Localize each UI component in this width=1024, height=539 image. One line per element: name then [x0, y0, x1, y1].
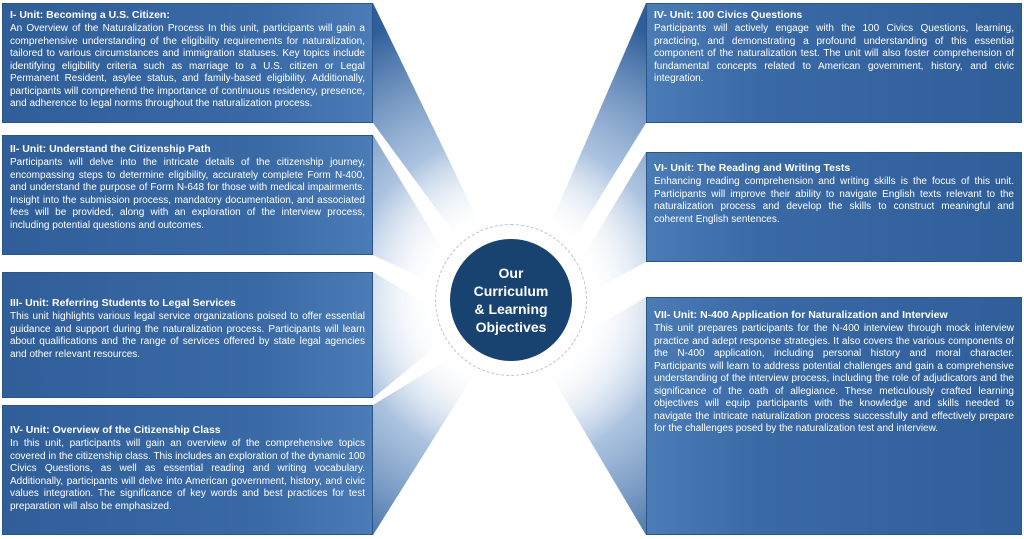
center-dashed-ring: [435, 224, 587, 376]
unit-6-heading: VI- Unit: The Reading and Writing Tests: [654, 162, 851, 174]
unit-7-heading: VII- Unit: N-400 Application for Natural…: [654, 309, 948, 321]
ray-unit-2: [373, 135, 455, 290]
ray-unit-6: [568, 152, 646, 300]
unit-6-box: VI- Unit: The Reading and Writing Tests …: [646, 152, 1022, 262]
unit-1-heading: I- Unit: Becoming a U.S. Citizen:: [10, 9, 170, 21]
ray-unit-1: [373, 3, 490, 255]
unit-5-body: Participants will actively engage with t…: [654, 23, 1014, 84]
ray-unit-5: [540, 3, 646, 262]
ray-unit-3: [373, 272, 450, 398]
unit-3-body: This unit highlights various legal servi…: [10, 311, 365, 360]
unit-1-body: An Overview of the Naturalization Proces…: [10, 23, 365, 109]
unit-4-box: IV- Unit: Overview of the Citizenship Cl…: [2, 405, 373, 535]
unit-7-body: This unit prepares participants for the …: [654, 323, 1014, 434]
unit-2-box: II- Unit: Understand the Citizenship Pat…: [2, 135, 373, 255]
center-title: Our Curriculum & Learning Objectives: [473, 265, 549, 335]
unit-2-heading: II- Unit: Understand the Citizenship Pat…: [10, 143, 211, 155]
unit-5-heading: IV- Unit: 100 Civics Questions: [654, 9, 803, 21]
unit-3-box: III- Unit: Referring Students to Legal S…: [2, 272, 373, 398]
unit-4-body: In this unit, participants will gain an …: [10, 438, 365, 512]
unit-2-body: Participants will delve into the intrica…: [10, 157, 365, 231]
unit-5-box: IV- Unit: 100 Civics Questions Participa…: [646, 3, 1022, 123]
unit-3-heading: III- Unit: Referring Students to Legal S…: [10, 297, 236, 309]
unit-1-box: I- Unit: Becoming a U.S. Citizen: An Ove…: [2, 3, 373, 123]
unit-4-heading: IV- Unit: Overview of the Citizenship Cl…: [10, 424, 221, 436]
unit-7-box: VII- Unit: N-400 Application for Natural…: [646, 297, 1022, 535]
ray-unit-4: [373, 352, 480, 535]
ray-unit-7: [545, 297, 646, 535]
unit-6-body: Enhancing reading comprehension and writ…: [654, 176, 1014, 225]
center-hub: Our Curriculum & Learning Objectives: [450, 239, 572, 361]
